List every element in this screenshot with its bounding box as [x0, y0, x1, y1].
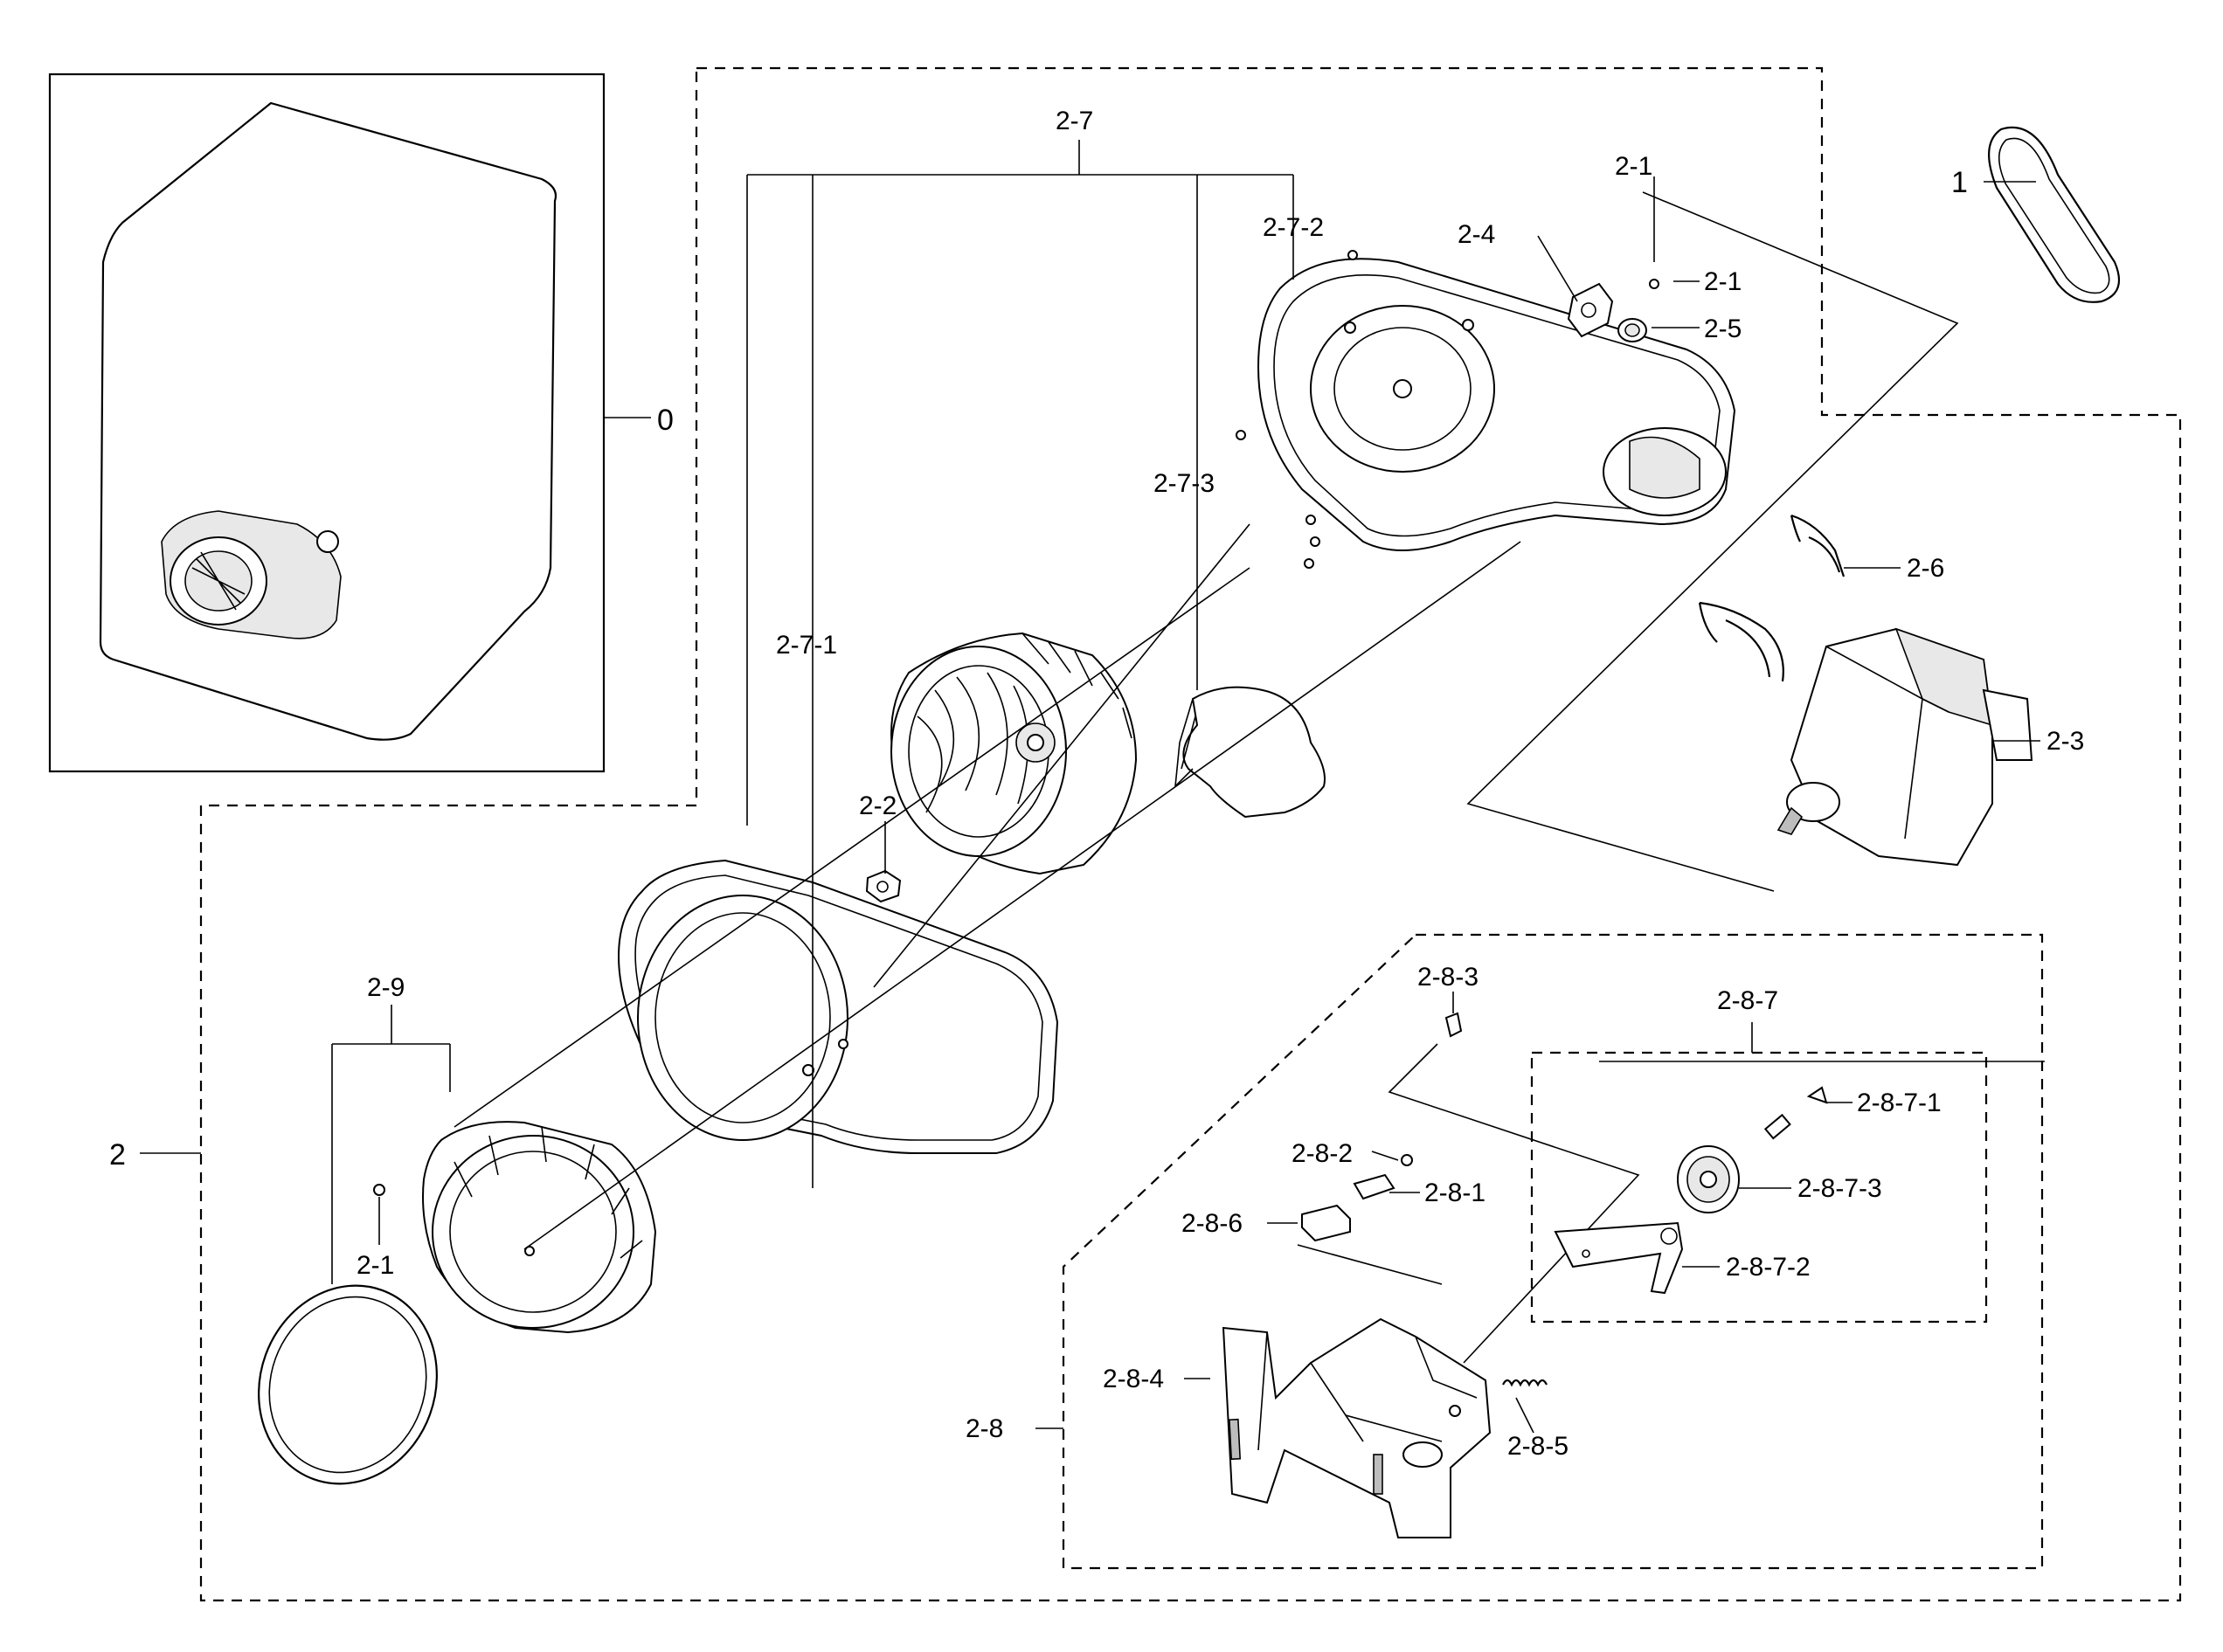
label-2-7-3: 2-7-3 [1153, 469, 1215, 498]
label-2-9: 2-9 [367, 973, 405, 1002]
screw-2-1-e [1310, 536, 1320, 547]
label-2-5: 2-5 [1704, 315, 1742, 343]
label-1: 1 [1951, 166, 1968, 199]
label-2-7-2: 2-7-2 [1263, 213, 1324, 242]
group-2-outline [199, 66, 2182, 1602]
gasket-ring [258, 1284, 438, 1485]
switch-2-8-6 [1301, 1204, 1351, 1242]
label-2-7-1: 2-7-1 [776, 631, 837, 660]
group-2-8-outline [1062, 933, 2044, 1570]
screw-2-1-a [1347, 250, 1358, 260]
idler-mount-plane [1297, 1043, 1640, 1364]
screw-2-8-2 [1401, 1154, 1413, 1166]
label-2-2: 2-2 [859, 791, 897, 820]
drive-belt [1988, 126, 2121, 303]
front-plate-2-9 [422, 1121, 657, 1334]
impeller-nut-2-2 [865, 869, 902, 903]
group-2-8-7-outline [1530, 1051, 1988, 1324]
label-2-8-4: 2-8-4 [1103, 1365, 1164, 1393]
label-2: 2 [109, 1138, 126, 1172]
front-blower-housing [618, 859, 1059, 1154]
leader-lines [140, 140, 2045, 1434]
screw-2-1-d [1305, 515, 1316, 525]
label-2-3: 2-3 [2046, 727, 2084, 756]
label-2-8-2: 2-8-2 [1292, 1139, 1353, 1168]
idler-arm-2-8-7-2 [1554, 1221, 1684, 1295]
clamp-2-6-lower [1698, 601, 1784, 682]
idler-pulley-2-8-7-3 [1677, 1145, 1740, 1213]
label-2-1-c: 2-1 [357, 1251, 394, 1280]
screw-2-1-c [1236, 430, 1246, 440]
screw-2-8-3 [1444, 1012, 1463, 1038]
screw-2-1-g [373, 1184, 385, 1196]
label-2-7: 2-7 [1056, 107, 1093, 135]
overview-blower-assembly [161, 510, 342, 639]
label-2-8-7-2: 2-8-7-2 [1726, 1253, 1811, 1282]
blower-impeller [890, 632, 1138, 875]
label-2-8-7-3: 2-8-7-3 [1797, 1174, 1882, 1203]
label-2-1-b: 2-1 [1704, 267, 1742, 296]
screw-2-1-b [1649, 279, 1659, 289]
label-2-8-6: 2-8-6 [1181, 1209, 1243, 1238]
spring-2-8-5 [1502, 1379, 1548, 1387]
motor-2-3 [1776, 627, 2033, 867]
idler-bracket-2-4 [1567, 282, 1614, 338]
label-2-4: 2-4 [1458, 220, 1495, 249]
label-2-1-a: 2-1 [1615, 152, 1652, 181]
clamp-2-6-upper [1790, 514, 1846, 577]
duct-seal-2-7-3 [1174, 686, 1326, 819]
rear-blower-housing [1257, 258, 1736, 551]
assembly-overview-box [48, 73, 606, 773]
label-2-8-1: 2-8-1 [1424, 1179, 1485, 1207]
label-2-6: 2-6 [1907, 554, 1944, 583]
label-2-8-3: 2-8-3 [1417, 963, 1479, 992]
screw-2-1-f [1304, 558, 1314, 569]
callout-labels: 0 1 2 2-7 2-7-2 2-7-3 2-7-1 2-4 2-1 2-1 … [109, 107, 2084, 1461]
motor-mount-plane [1466, 191, 1959, 892]
label-2-8-7-1: 2-8-7-1 [1857, 1089, 1942, 1117]
pulley-2-5 [1617, 318, 1647, 342]
idler-frame-2-8-4 [1222, 1317, 1492, 1538]
label-2-8-5: 2-8-5 [1507, 1432, 1569, 1461]
label-0: 0 [657, 404, 674, 437]
label-2-8-7: 2-8-7 [1717, 986, 1778, 1015]
retainer-clip [1806, 1086, 1828, 1104]
label-2-8: 2-8 [966, 1414, 1003, 1443]
switch-bracket-2-8-1 [1353, 1173, 1395, 1200]
idler-shaft-2-8-7-1 [1763, 1113, 1791, 1140]
